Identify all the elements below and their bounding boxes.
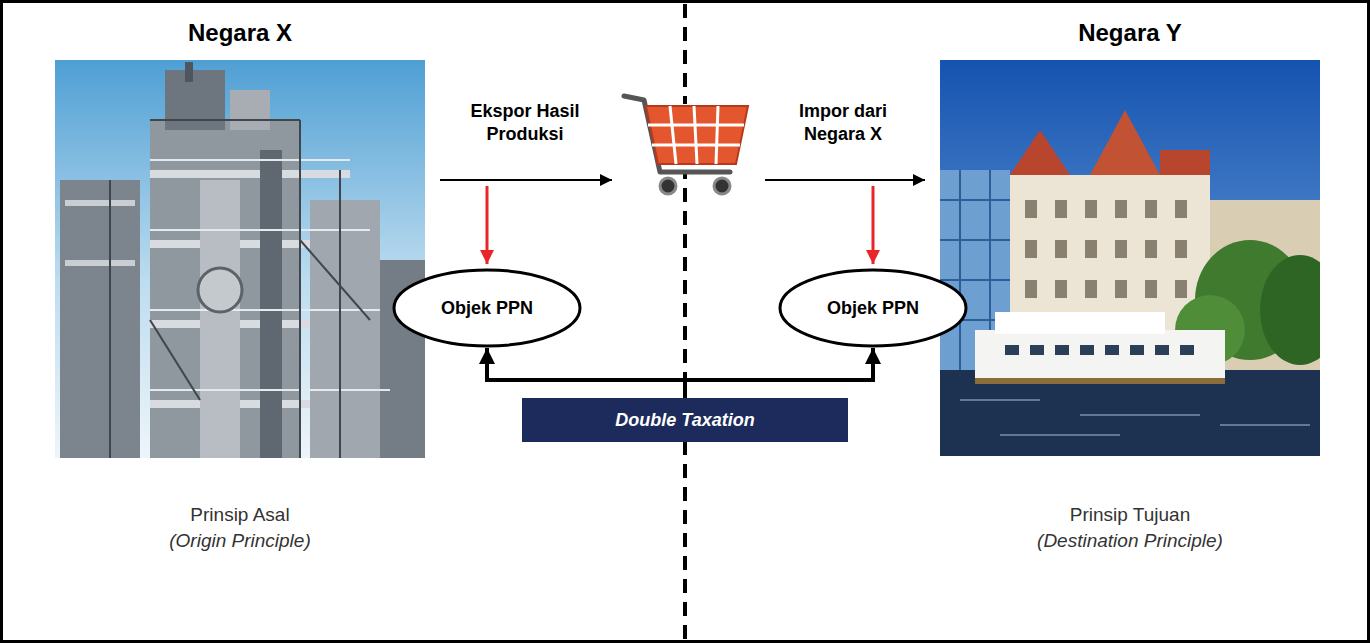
- principle-caption: (Origin Principle): [40, 528, 440, 554]
- tax-arrow: [872, 186, 875, 264]
- divider: [683, 4, 687, 640]
- cart-icon: [624, 96, 748, 194]
- ellipse-shape: [394, 270, 580, 346]
- city-photo: [940, 60, 1320, 456]
- node-label: Double Taxation: [615, 410, 754, 431]
- bracket-connector: [685, 348, 873, 398]
- tax-object-ellipse: Objek PPN: [778, 268, 968, 348]
- ellipse-shape: [780, 270, 966, 346]
- plant-photo: [55, 60, 425, 458]
- principle-caption: (Destination Principle): [930, 528, 1330, 554]
- export-arrow: [440, 179, 612, 181]
- double-taxation-box: Double Taxation: [522, 398, 848, 442]
- node-label: Objek PPN: [827, 298, 919, 319]
- tax-object-ellipse: Objek PPN: [392, 268, 582, 348]
- import-arrow: [765, 179, 925, 181]
- node-label: Objek PPN: [441, 298, 533, 319]
- bracket-connector: [487, 348, 685, 398]
- country-panel: Negara Y Prinsip Tujuan(Destination Princ…: [930, 18, 1330, 554]
- principle-caption: Prinsip Asal: [40, 502, 440, 528]
- country-panel: Negara X Prinsip Asal(Origin Principle): [40, 18, 440, 554]
- flow-label: Impor dari Negara X: [773, 100, 913, 146]
- principle-caption: Prinsip Tujuan: [930, 502, 1330, 528]
- country-heading: Negara X: [40, 18, 440, 48]
- country-heading: Negara Y: [930, 18, 1330, 48]
- flow-label: Ekspor Hasil Produksi: [445, 100, 605, 146]
- tax-arrow: [486, 186, 489, 264]
